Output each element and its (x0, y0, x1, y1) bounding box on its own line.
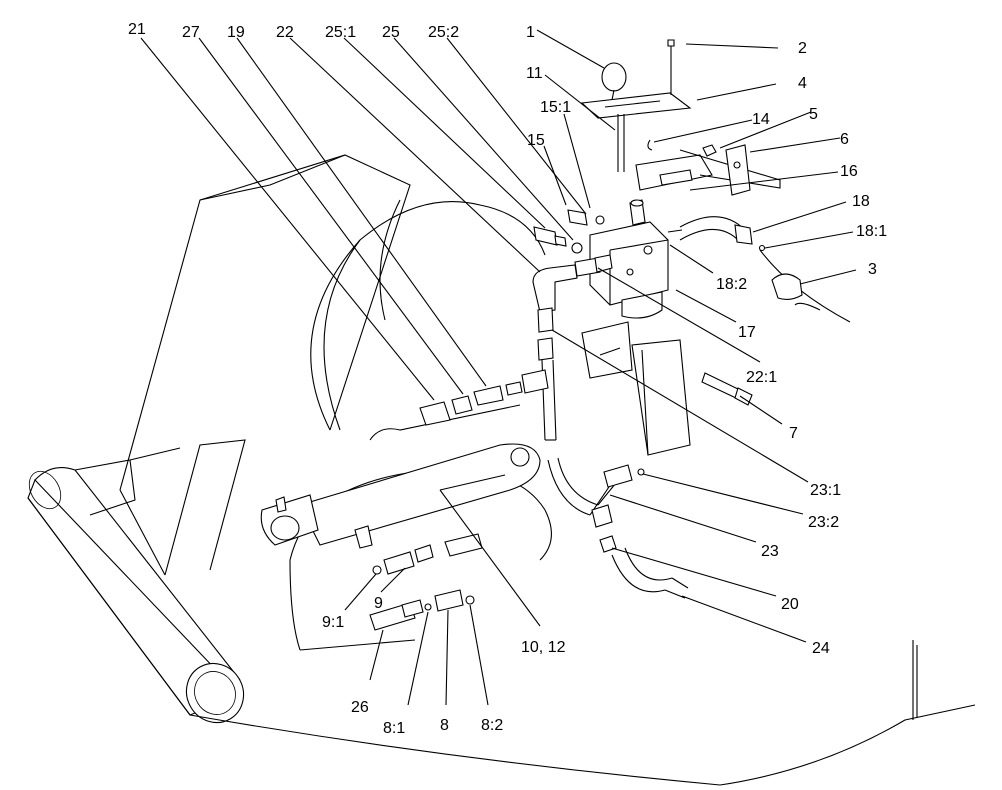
callout-18-1: 18:1 (856, 223, 887, 240)
callout-17: 17 (738, 324, 756, 341)
callout-8-1: 8:1 (383, 720, 405, 737)
callout-25-2: 25:2 (428, 24, 459, 41)
callout-21: 21 (128, 21, 146, 38)
callout-23: 23 (761, 543, 779, 560)
callout-24: 24 (812, 640, 830, 657)
callout-14: 14 (752, 111, 770, 128)
callout-9-1: 9:1 (322, 614, 344, 631)
callout-9: 9 (374, 595, 383, 612)
callout-25: 25 (382, 24, 400, 41)
callout-19: 19 (227, 24, 245, 41)
control-lever (580, 39, 781, 196)
callout-20: 20 (781, 596, 799, 613)
callout-18: 18 (852, 193, 870, 210)
callout-1: 1 (526, 24, 535, 41)
lift-cylinder (260, 404, 541, 549)
callout-4: 4 (798, 75, 807, 92)
callout-22-1: 22:1 (746, 369, 777, 386)
callout-6: 6 (840, 131, 849, 148)
callout-27: 27 (182, 24, 200, 41)
callout-8: 8 (440, 717, 449, 734)
callout-23-2: 23:2 (808, 514, 839, 531)
callout-5: 5 (809, 106, 818, 123)
callout-2: 2 (798, 40, 807, 57)
callout-16: 16 (840, 163, 858, 180)
fittings-and-hoses (369, 209, 803, 631)
callout-23-1: 23:1 (810, 482, 841, 499)
callout-15-1: 15:1 (540, 99, 571, 116)
callout-10-12: 10, 12 (521, 639, 566, 656)
callout-18-2: 18:2 (716, 276, 747, 293)
callout-26: 26 (351, 699, 369, 716)
callout-7: 7 (789, 425, 798, 442)
callout-8-2: 8:2 (481, 717, 503, 734)
control-valve (589, 199, 669, 319)
leader-lines (140, 29, 857, 706)
callout-22: 22 (276, 24, 294, 41)
callout-15: 15 (527, 132, 545, 149)
callout-25-1: 25:1 (325, 24, 356, 41)
callout-3: 3 (868, 261, 877, 278)
callout-11: 11 (526, 65, 543, 82)
callout-labels: 21 27 19 22 25:1 25 25:2 1 2 11 4 15:1 1… (128, 21, 887, 737)
